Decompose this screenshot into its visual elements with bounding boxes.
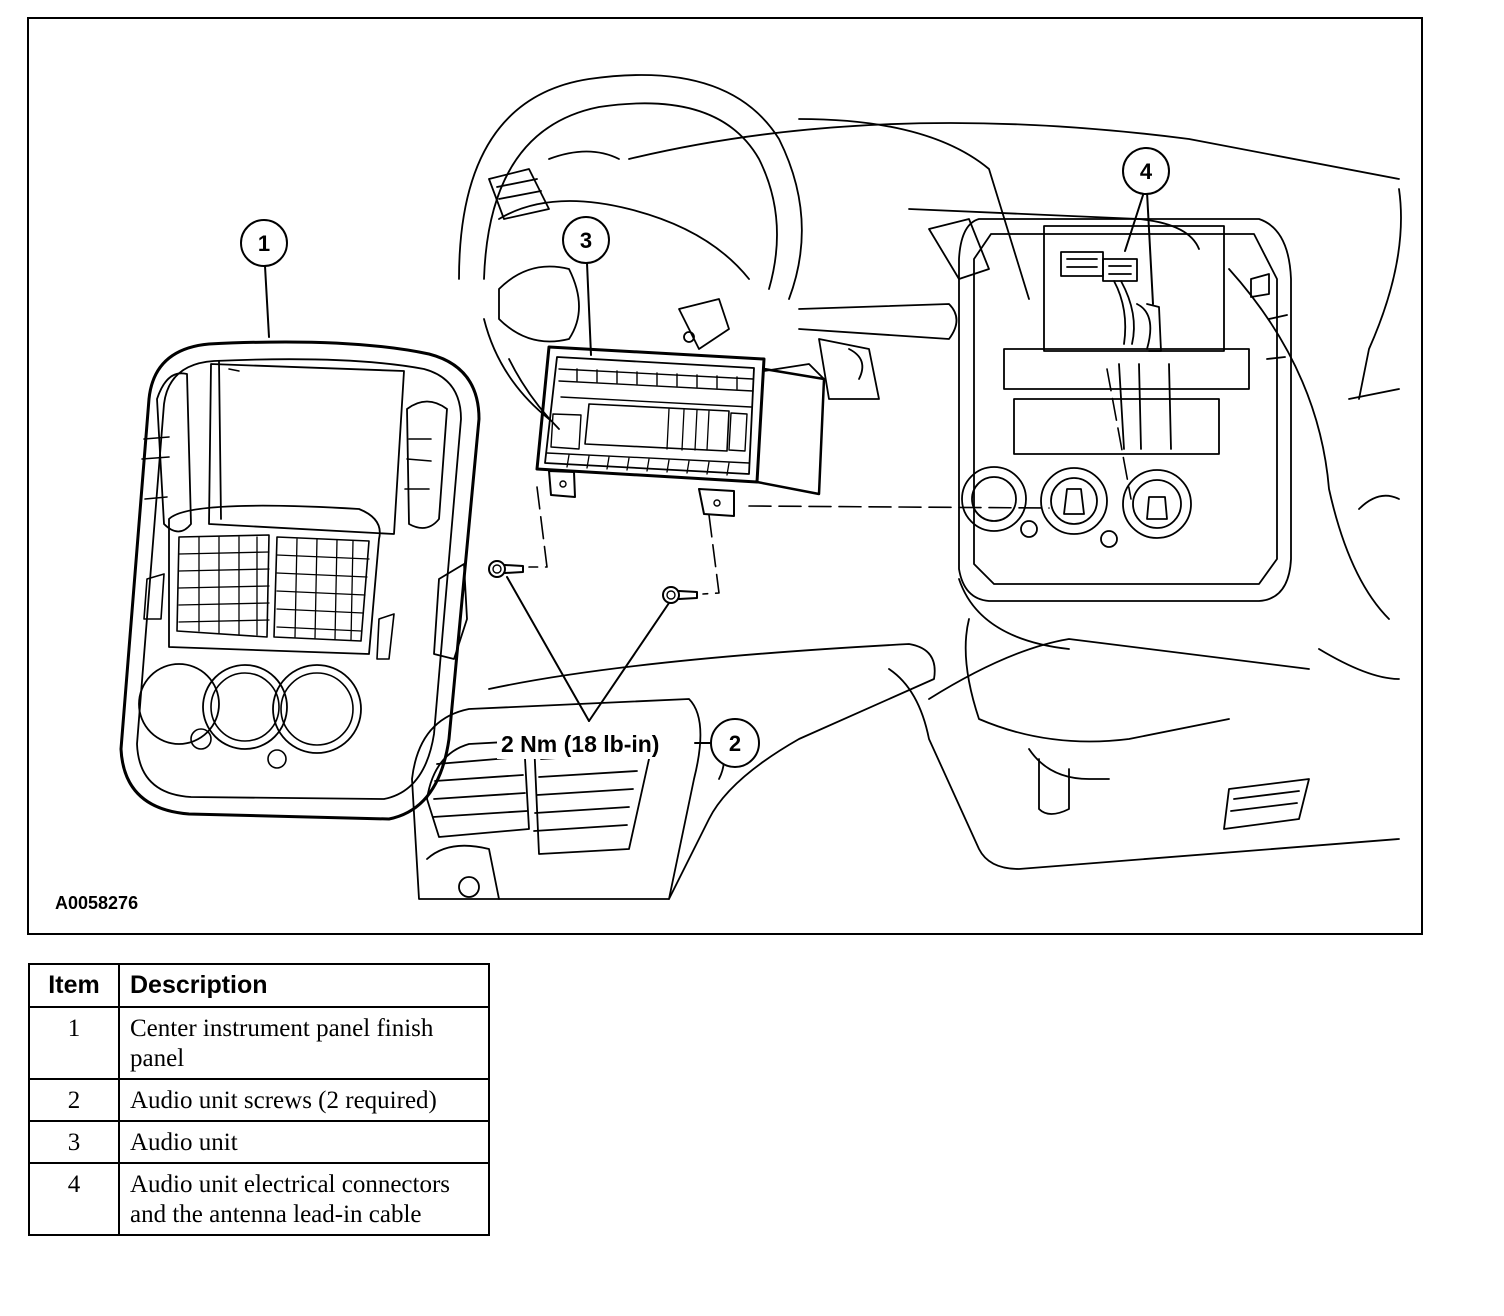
legend-item-number: 3 [28,1120,120,1164]
legend-item-description: Center instrument panel finish panel [118,1006,490,1080]
callout-2-label: 2 [729,731,741,756]
finish-panel [119,340,481,821]
legend-item-number: 4 [28,1162,120,1236]
legend-row: 3 Audio unit [28,1120,490,1164]
legend-item-description: Audio unit screws (2 required) [118,1078,490,1122]
callout-4-label: 4 [1140,159,1153,184]
legend-header-row: Item Description [28,963,490,1008]
legend-item-description: Audio unit [118,1120,490,1164]
callout-3: 3 [562,216,610,264]
legend-row: 4 Audio unit electrical connectors and t… [28,1162,490,1236]
legend-item-number: 1 [28,1006,120,1080]
figure-id-label: A0058276 [55,893,138,913]
callout-1: 1 [240,219,288,267]
legend-item-number: 2 [28,1078,120,1122]
legend-header-description: Description [118,963,490,1008]
callout-leaders [264,191,1154,744]
dash-opening [958,218,1292,602]
electrical-connectors [1060,251,1162,352]
legend-header-item: Item [28,963,120,1008]
callout-4: 4 [1122,147,1170,195]
legend-row: 1 Center instrument panel finish panel [28,1006,490,1080]
install-path-lines [528,368,1132,595]
column-stalk [798,218,990,400]
legend-item-description: Audio unit electrical connectors and the… [118,1162,490,1236]
screw-left [488,560,524,578]
callout-3-label: 3 [580,228,592,253]
exploded-diagram: 1 3 4 2 2 Nm (18 lb-in) A0058276 [27,17,1423,935]
callout-2: 2 [710,718,760,768]
legend-row: 2 Audio unit screws (2 required) [28,1078,490,1122]
callout-1-label: 1 [258,231,270,256]
legend-table: Item Description 1 Center instrument pan… [28,963,490,1236]
steering-wheel [458,74,803,430]
screw-right [662,586,698,604]
audio-unit [535,345,826,517]
torque-label: 2 Nm (18 lb-in) [501,731,659,757]
